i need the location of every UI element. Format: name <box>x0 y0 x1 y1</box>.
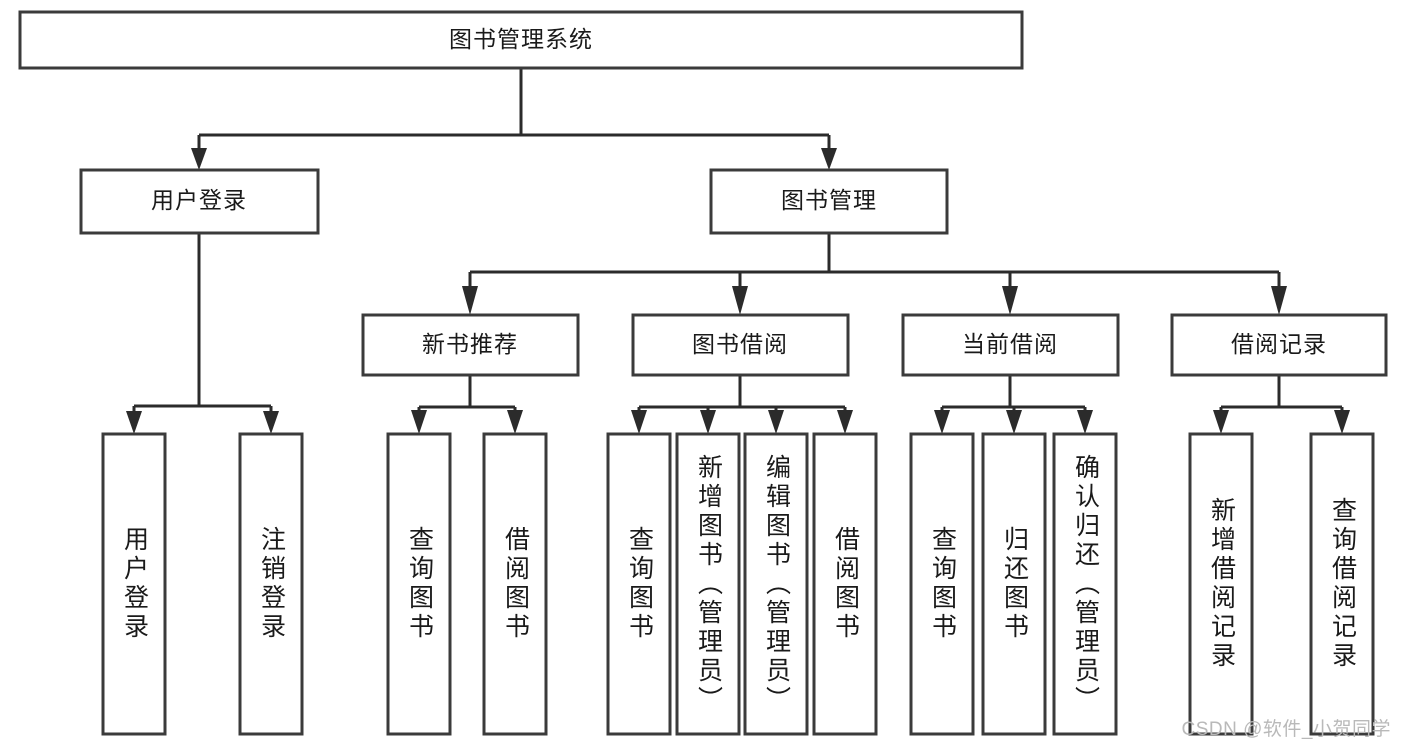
leaf-box-group <box>101 432 1375 736</box>
arrow-head-nb-2 <box>507 410 523 434</box>
leaf-box-query-borrow-record[interactable] <box>1309 432 1375 736</box>
leaf-box-query-book-1[interactable] <box>386 432 452 736</box>
node-box-user-login[interactable] <box>79 168 320 235</box>
node-label-new-book-recommend: 新书推荐 <box>422 331 518 357</box>
connector-group-user-login <box>126 233 279 434</box>
node-box-root[interactable] <box>18 10 1024 70</box>
node-box-current-borrow[interactable] <box>901 313 1120 377</box>
arrow-head-bm-4 <box>1271 286 1287 315</box>
leaf-box-query-book-2[interactable] <box>606 432 672 736</box>
arrow-head-ul-1 <box>126 411 142 434</box>
node-box-new-book-recommend[interactable] <box>361 313 580 377</box>
arrow-head-bb-3 <box>768 410 784 434</box>
arrow-head-cb-1 <box>934 410 950 434</box>
arrow-head-cb-3 <box>1077 410 1093 434</box>
node-label-book-borrow: 图书借阅 <box>692 331 788 357</box>
node-box-borrow-record[interactable] <box>1170 313 1388 377</box>
leaf-box-add-borrow-record[interactable] <box>1188 432 1254 736</box>
arrow-head-bm-3 <box>1002 286 1018 315</box>
connector-group-root <box>191 68 837 170</box>
arrow-head-bb-2 <box>700 410 716 434</box>
connector-group-current-borrow <box>934 375 1093 434</box>
leaf-box-query-book-3[interactable] <box>909 432 975 736</box>
node-label-book-manage: 图书管理 <box>781 187 877 213</box>
leaf-box-borrow-book-2[interactable] <box>812 432 878 736</box>
node-label-current-borrow: 当前借阅 <box>962 331 1058 357</box>
arrow-head-bb-4 <box>837 410 853 434</box>
connector-group-borrow-record <box>1213 375 1350 434</box>
arrow-head-br-2 <box>1334 410 1350 434</box>
connector-group-book-manage <box>462 233 1287 315</box>
node-box-book-manage[interactable] <box>709 168 949 235</box>
node-label-borrow-record: 借阅记录 <box>1231 331 1327 357</box>
node-box-book-borrow[interactable] <box>631 313 850 377</box>
arrow-head-root-1 <box>191 148 207 170</box>
arrow-head-br-1 <box>1213 410 1229 434</box>
leaf-box-confirm-return-admin[interactable] <box>1052 432 1118 736</box>
arrow-head-bm-1 <box>462 286 478 315</box>
arrow-head-ul-2 <box>263 411 279 434</box>
leaf-box-return-book[interactable] <box>981 432 1047 736</box>
arrow-head-bb-1 <box>631 410 647 434</box>
arrow-head-bm-2 <box>732 286 748 315</box>
watermark-text: CSDN @软件_小贺同学 <box>1181 719 1391 740</box>
leaf-box-edit-book-admin[interactable] <box>743 432 809 736</box>
node-label-user-login: 用户登录 <box>151 187 247 213</box>
leaf-box-add-book-admin[interactable] <box>675 432 741 736</box>
arrow-head-nb-1 <box>411 410 427 434</box>
arrow-head-root-2 <box>821 148 837 170</box>
leaf-box-logout[interactable] <box>238 432 304 736</box>
connector-group-book-borrow <box>631 375 853 434</box>
leaf-box-user-login[interactable] <box>101 432 167 736</box>
arrow-head-cb-2 <box>1006 410 1022 434</box>
connector-group-new-book <box>411 375 523 434</box>
node-label-root: 图书管理系统 <box>449 26 593 52</box>
leaf-box-borrow-book-1[interactable] <box>482 432 548 736</box>
